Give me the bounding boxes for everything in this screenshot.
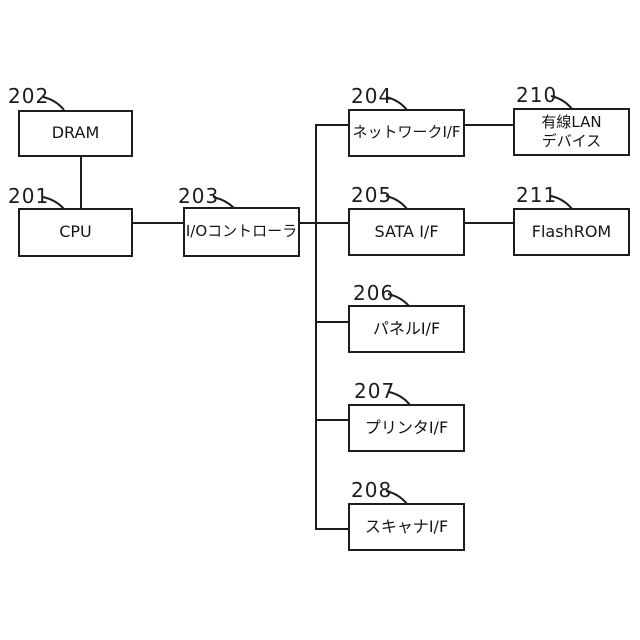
ref-label-io-controller: 203 xyxy=(178,184,220,208)
node-panel-if-label: パネルI/F xyxy=(372,318,441,338)
connector-sata-flashrom xyxy=(465,222,513,224)
ref-label-network-if: 204 xyxy=(351,84,393,108)
node-dram: DRAM xyxy=(18,110,133,157)
node-sata-if-label: SATA I/F xyxy=(374,221,439,241)
node-flashrom-label: FlashROM xyxy=(531,221,612,241)
connector-trunk-network-if xyxy=(317,124,348,126)
node-scanner-if-label: スキャナI/F xyxy=(364,516,449,536)
node-panel-if: パネルI/F xyxy=(348,305,465,353)
node-network-if-label: ネットワークI/F xyxy=(352,123,461,142)
node-network-if: ネットワークI/F xyxy=(348,109,465,157)
node-sata-if: SATA I/F xyxy=(348,208,465,256)
node-io-controller: I/Oコントローラ xyxy=(183,207,300,257)
node-printer-if-label: プリンタI/F xyxy=(364,417,449,437)
ref-label-wired-lan-device: 210 xyxy=(516,83,558,107)
node-printer-if: プリンタI/F xyxy=(348,404,465,452)
connector-network-if-lan xyxy=(465,124,513,126)
node-cpu: CPU xyxy=(18,208,133,257)
node-wired-lan-device: 有線LAN デバイス xyxy=(513,108,630,156)
node-cpu-label: CPU xyxy=(59,222,92,242)
connector-trunk-printer-if xyxy=(317,419,348,421)
connector-dram-cpu xyxy=(80,157,82,208)
node-flashrom: FlashROM xyxy=(513,208,630,256)
connector-trunk-scanner-if xyxy=(317,528,348,530)
connector-cpu-io-controller xyxy=(133,222,183,224)
ref-label-flashrom: 211 xyxy=(516,183,558,207)
ref-label-cpu: 201 xyxy=(8,184,50,208)
ref-label-printer-if: 207 xyxy=(354,379,396,403)
node-dram-label: DRAM xyxy=(51,123,100,143)
connector-io-controller-sata xyxy=(300,222,348,224)
connector-io-bus-trunk xyxy=(315,124,317,530)
ref-label-sata-if: 205 xyxy=(351,183,393,207)
node-scanner-if: スキャナI/F xyxy=(348,503,465,551)
ref-label-dram: 202 xyxy=(8,84,50,108)
node-io-controller-label: I/Oコントローラ xyxy=(185,222,298,241)
connector-trunk-panel-if xyxy=(317,321,348,323)
ref-label-scanner-if: 208 xyxy=(351,478,393,502)
node-wired-lan-device-label: 有線LAN デバイス xyxy=(541,112,602,151)
ref-label-panel-if: 206 xyxy=(353,281,395,305)
